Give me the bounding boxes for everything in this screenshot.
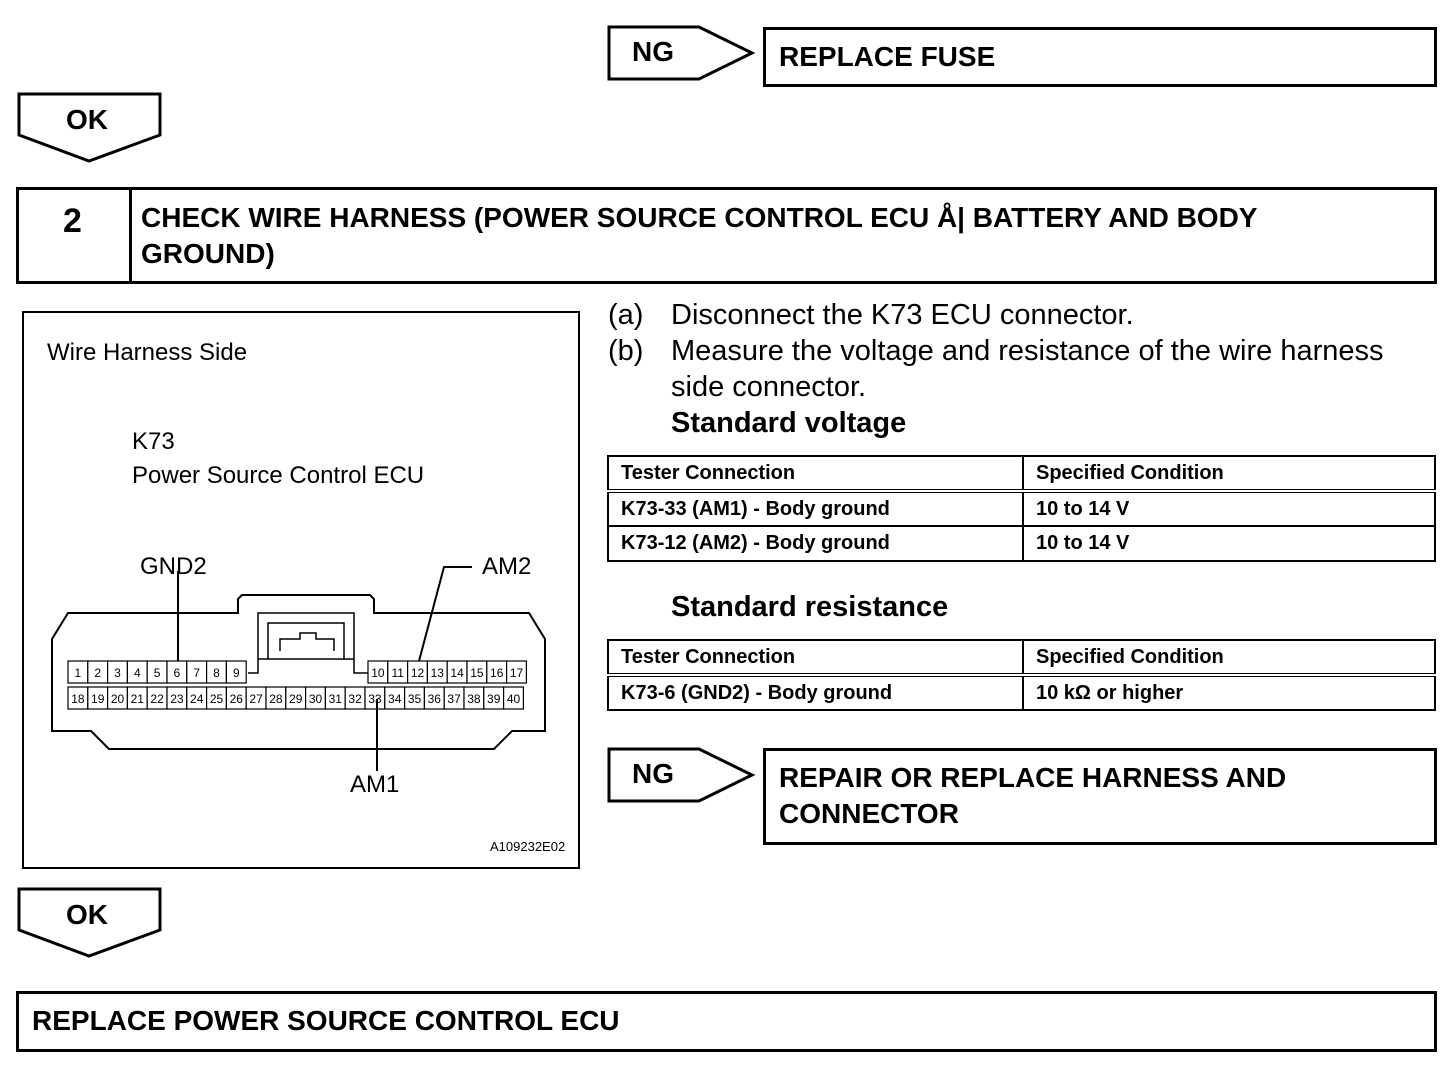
pin-29: 29 — [289, 692, 303, 706]
step-number: 2 — [63, 202, 82, 240]
pin-13: 13 — [431, 666, 445, 680]
pin-39: 39 — [487, 692, 501, 706]
pin-26: 26 — [230, 692, 244, 706]
pin-27: 27 — [249, 692, 263, 706]
ng-arrow-mid — [607, 747, 756, 803]
instruction-b-letter: (b) — [608, 335, 644, 367]
voltage-table-header: Tester Connection Specified Condition — [607, 455, 1436, 493]
repair-harness-line2: CONNECTOR — [779, 798, 959, 829]
am2-leader — [418, 566, 472, 662]
resistance-table: Tester Connection Specified Condition K7… — [607, 639, 1436, 711]
wire-harness-diagram: Wire Harness Side K73 Power Source Contr… — [22, 311, 580, 869]
pin-8: 8 — [213, 666, 220, 680]
voltage-row1-condition: 10 to 14 V — [1022, 490, 1436, 527]
step-header: 2 CHECK WIRE HARNESS (POWER SOURCE CONTR… — [16, 187, 1437, 284]
replace-fuse-box: REPLACE FUSE — [763, 27, 1437, 87]
pin-28: 28 — [269, 692, 283, 706]
pin-2: 2 — [94, 666, 101, 680]
connector-name: Power Source Control ECU — [132, 462, 425, 489]
pin-10: 10 — [371, 666, 385, 680]
pin-33: 33 — [368, 692, 382, 706]
repair-harness-box: REPAIR OR REPLACE HARNESS AND CONNECTOR — [763, 748, 1437, 845]
pin-cell — [503, 686, 525, 710]
pin-30: 30 — [309, 692, 323, 706]
pin-16: 16 — [490, 666, 504, 680]
voltage-row1-connection: K73-33 (AM1) - Body ground — [607, 490, 1024, 527]
connector-code: K73 — [132, 428, 175, 455]
resistance-table-header: Tester Connection Specified Condition — [607, 639, 1436, 677]
pin-40: 40 — [507, 692, 521, 706]
replace-fuse-text: REPLACE FUSE — [779, 41, 996, 72]
pin-9: 9 — [233, 666, 240, 680]
instruction-a-letter: (a) — [608, 299, 644, 331]
repair-harness-line1: REPAIR OR REPLACE HARNESS AND — [779, 762, 1287, 793]
pin-cell — [506, 660, 528, 684]
ok-arrow-top — [17, 92, 162, 163]
gnd2-label: GND2 — [140, 553, 207, 580]
instruction-a-text: Disconnect the K73 ECU connector. — [671, 299, 1134, 331]
table-row: K73-12 (AM2) - Body ground 10 to 14 V — [607, 525, 1436, 562]
resistance-row1-condition: 10 kΩ or higher — [1022, 674, 1436, 711]
pin-23: 23 — [170, 692, 184, 706]
ok-arrow-mid — [17, 887, 162, 958]
pin-1: 1 — [75, 666, 82, 680]
step-number-cell: 2 — [19, 190, 132, 281]
resistance-header-condition: Specified Condition — [1022, 639, 1436, 677]
am1-label: AM1 — [350, 771, 400, 798]
pin-21: 21 — [131, 692, 145, 706]
pin-7: 7 — [193, 666, 200, 680]
pin-cell — [225, 660, 247, 684]
pin-32: 32 — [348, 692, 362, 706]
pin-14: 14 — [450, 666, 464, 680]
pin-5: 5 — [154, 666, 161, 680]
pin-37: 37 — [447, 692, 461, 706]
step-title-line1: CHECK WIRE HARNESS (POWER SOURCE CONTROL… — [141, 202, 1258, 233]
pin-22: 22 — [150, 692, 164, 706]
table-row: K73-33 (AM1) - Body ground 10 to 14 V — [607, 490, 1436, 527]
replace-ecu-box: REPLACE POWER SOURCE CONTROL ECU — [16, 991, 1437, 1052]
pin-18: 18 — [71, 692, 85, 706]
pin-20: 20 — [111, 692, 125, 706]
pin-38: 38 — [467, 692, 481, 706]
pin-35: 35 — [408, 692, 422, 706]
resistance-row1-connection: K73-6 (GND2) - Body ground — [607, 674, 1024, 711]
pin-17: 17 — [510, 666, 524, 680]
resistance-header-connection: Tester Connection — [607, 639, 1024, 677]
pin-11: 11 — [391, 666, 404, 680]
ng-arrow-top — [607, 25, 756, 81]
instruction-b-line2: side connector. — [671, 371, 867, 403]
ok-label-mid: OK — [66, 899, 108, 930]
am2-label: AM2 — [482, 553, 532, 580]
pin-34: 34 — [388, 692, 402, 706]
table-row: K73-6 (GND2) - Body ground 10 kΩ or high… — [607, 674, 1436, 711]
standard-resistance-heading: Standard resistance — [671, 591, 949, 623]
pin-19: 19 — [91, 692, 105, 706]
ng-label-mid: NG — [632, 758, 674, 789]
pin-4: 4 — [134, 666, 141, 680]
pin-6: 6 — [174, 666, 181, 680]
pin-12: 12 — [411, 666, 425, 680]
pin-25: 25 — [210, 692, 224, 706]
voltage-row2-condition: 10 to 14 V — [1022, 525, 1436, 562]
pin-24: 24 — [190, 692, 204, 706]
pin-3: 3 — [114, 666, 121, 680]
voltage-header-connection: Tester Connection — [607, 455, 1024, 493]
voltage-table: Tester Connection Specified Condition K7… — [607, 455, 1436, 562]
standard-voltage-heading: Standard voltage — [671, 407, 907, 439]
pin-15: 15 — [470, 666, 484, 680]
step-title-line2: GROUND) — [141, 238, 275, 269]
instruction-b-text-line1: Measure the voltage and resistance of th… — [671, 335, 1384, 367]
replace-ecu-text: REPLACE POWER SOURCE CONTROL ECU — [32, 1005, 620, 1036]
voltage-row2-connection: K73-12 (AM2) - Body ground — [607, 525, 1024, 562]
figure-id: A109232E02 — [490, 839, 566, 854]
pin-36: 36 — [428, 692, 442, 706]
voltage-header-condition: Specified Condition — [1022, 455, 1436, 493]
ok-label-top: OK — [66, 104, 108, 135]
pin-31: 31 — [329, 692, 343, 706]
ng-label-top: NG — [632, 36, 674, 67]
diagram-heading: Wire Harness Side — [47, 339, 248, 366]
